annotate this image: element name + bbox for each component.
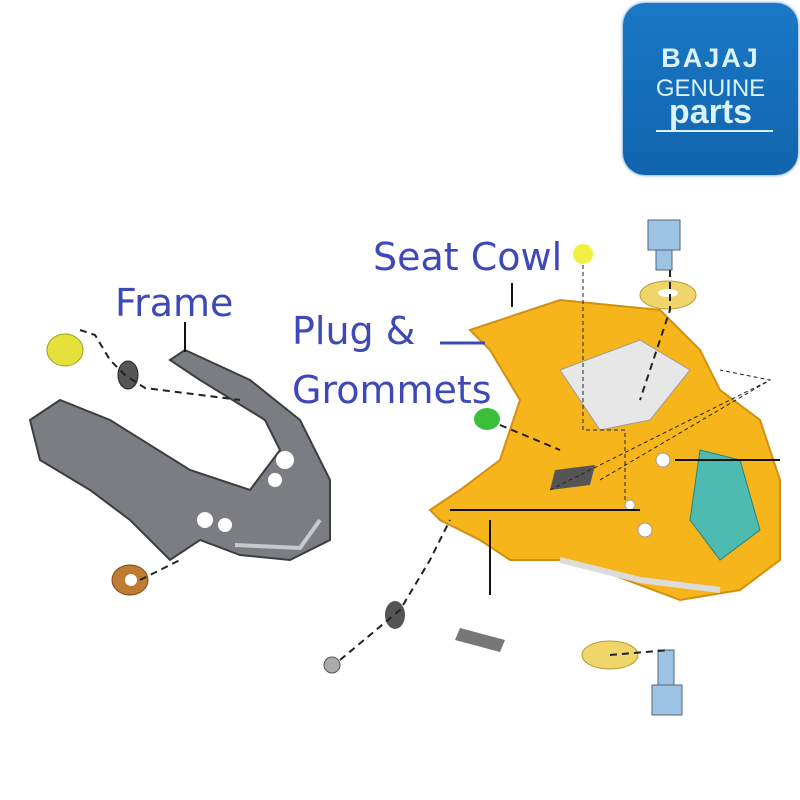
seat-cowl-part xyxy=(428,298,781,602)
screw-small xyxy=(323,656,341,674)
bajaj-genuine-parts-logo: BAJAJ GENUINE parts xyxy=(623,3,798,175)
pad-part xyxy=(455,628,505,652)
plug-grommets-label-line1: Plug & xyxy=(292,309,416,353)
frame-label: Frame xyxy=(115,281,234,325)
grommet-green-part xyxy=(474,408,500,430)
bolt-bottom xyxy=(657,649,675,686)
logo-genuine: GENUINE xyxy=(655,75,766,102)
screw-part xyxy=(46,333,84,367)
logo-parts: parts xyxy=(668,93,753,131)
washer-small xyxy=(385,601,405,629)
frame-part xyxy=(28,348,331,562)
washer-part xyxy=(117,360,139,390)
logo-brand: BAJAJ xyxy=(661,43,760,73)
plug-part xyxy=(573,244,593,264)
bolt-top xyxy=(647,219,681,251)
plug-grommets-label-line2: Grommets xyxy=(292,368,492,412)
logo-underline xyxy=(656,130,773,132)
seat-cowl-label: Seat Cowl xyxy=(373,235,563,279)
